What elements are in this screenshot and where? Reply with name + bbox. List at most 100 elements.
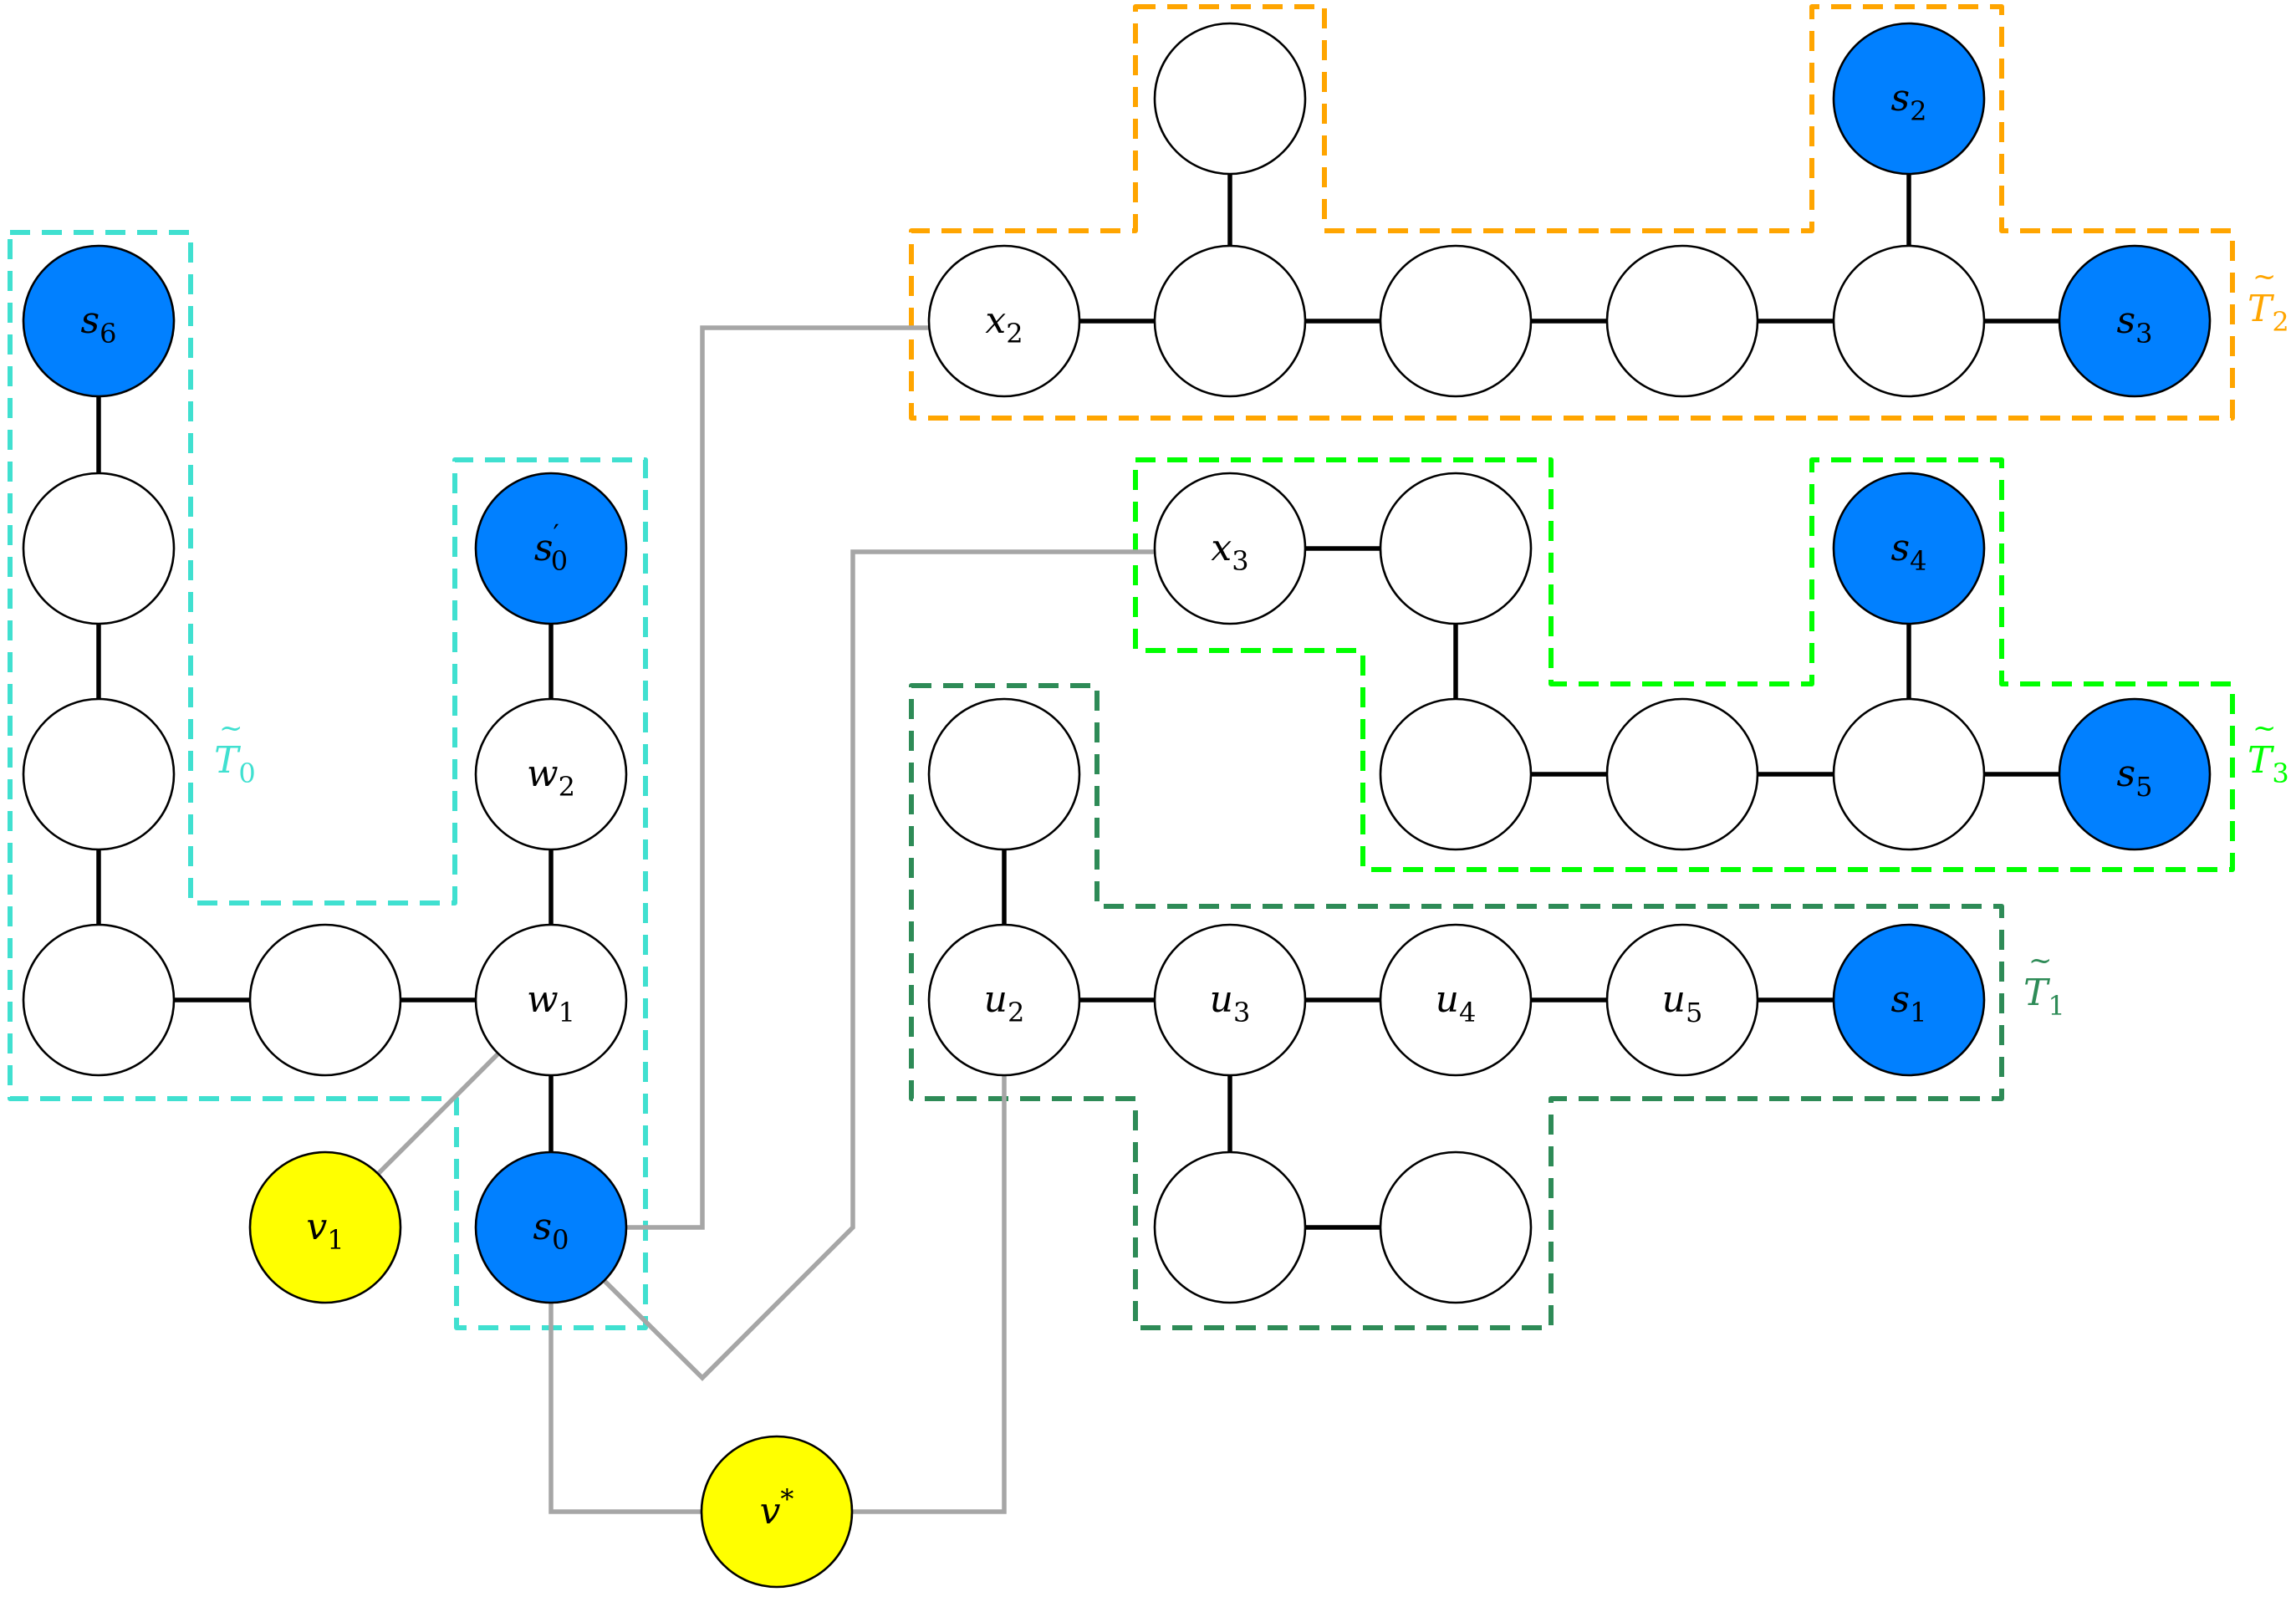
node-label-base: w [527, 978, 559, 1021]
node-x3: x3 [1153, 472, 1307, 625]
node-label-base: s [81, 299, 100, 342]
region-label-t1: ~T1 [2023, 944, 2065, 1022]
node-circle [927, 244, 1081, 398]
region-label-t2: ~T2 [2248, 260, 2289, 338]
region-label-text: T1 [2023, 972, 2065, 1022]
node-circle [2058, 244, 2212, 398]
node-circle [1379, 472, 1533, 625]
node-t1top [927, 697, 1081, 851]
node-label: x2 [985, 299, 1023, 349]
link-edge-s0-vstar [548, 1303, 702, 1514]
region-t0-boundary [8, 230, 648, 1330]
node-circle [1153, 472, 1307, 625]
node-label-subscript: 6 [99, 318, 116, 349]
node-circle [1379, 697, 1533, 851]
node-circle [1379, 1150, 1533, 1304]
node-circle [1605, 697, 1759, 851]
node-label-base: s [534, 527, 554, 569]
node-label: u2 [984, 978, 1025, 1028]
tree-edges [96, 99, 2135, 1230]
node-label: u3 [1210, 978, 1251, 1028]
node-circle [474, 1150, 628, 1304]
node-label-base: v [760, 1490, 781, 1533]
node-label-base: u [1210, 978, 1233, 1021]
node-label: v1 [306, 1206, 344, 1256]
node-circle [22, 697, 176, 851]
node-label-base: s [1891, 978, 1911, 1021]
node-circle [927, 923, 1081, 1077]
node-label-subscript: 5 [2135, 771, 2152, 803]
node-label-base: s [2117, 752, 2136, 795]
node-circle [1605, 923, 1759, 1077]
node-s2: s2 [1832, 22, 1986, 176]
node-label: s2 [1891, 77, 1927, 127]
node-label-base: u [1662, 978, 1686, 1021]
node-vstar: v* [700, 1435, 854, 1589]
node-t1b [1379, 1150, 1533, 1304]
node-label: s0 [533, 1206, 569, 1256]
region-label-text: T3 [2248, 739, 2289, 789]
node-u5: u5 [1605, 923, 1759, 1077]
node-v1: v1 [248, 1150, 402, 1304]
node-s0: s0 [474, 1150, 628, 1304]
node-circle [1832, 244, 1986, 398]
region-t1-boundary [909, 683, 2004, 1330]
node-t3a [1379, 472, 1533, 625]
node-t3c [1605, 697, 1759, 851]
node-circle [1153, 22, 1307, 176]
node-label: s′0 [534, 518, 568, 577]
region-label-subscript: 1 [2048, 990, 2064, 1022]
node-u4: u4 [1379, 923, 1533, 1077]
region-label-base: T [2248, 739, 2275, 782]
node-t1a [1153, 1150, 1307, 1304]
region-label-subscript: 0 [238, 758, 255, 789]
node-label-subscript: 5 [1686, 997, 1702, 1028]
region-label-tilde: ~ [2253, 260, 2277, 293]
node-label-base: v [306, 1206, 327, 1248]
link-edge-vstar-u2 [852, 1075, 1007, 1514]
node-label: s4 [1891, 527, 1927, 577]
node-label-base: x [1211, 527, 1232, 569]
node-s0p: s′0 [474, 472, 628, 625]
node-label: s3 [2117, 299, 2153, 349]
node-t0b [22, 697, 176, 851]
node-circle [700, 1435, 854, 1589]
node-label-base: s [1891, 527, 1911, 569]
node-circle [474, 923, 628, 1077]
node-circle [927, 697, 1081, 851]
node-circle [248, 1150, 402, 1304]
node-label-subscript: 2 [1008, 997, 1024, 1028]
node-t0a [22, 472, 176, 625]
node-s5: s5 [2058, 697, 2212, 851]
node-label-base: u [984, 978, 1008, 1021]
node-t2top [1153, 22, 1307, 176]
node-label-subscript: 3 [1233, 997, 1250, 1028]
node-label-base: w [527, 752, 559, 795]
node-t0d [248, 923, 402, 1077]
node-label: x3 [1211, 527, 1248, 577]
node-label: u4 [1436, 978, 1477, 1028]
node-circle [474, 697, 628, 851]
node-label-subscript: 2 [559, 771, 575, 803]
node-w1: w1 [474, 923, 628, 1077]
node-label: v* [760, 1483, 794, 1533]
node-s6: s6 [22, 244, 176, 398]
node-label: w2 [527, 752, 575, 803]
node-label: s6 [81, 299, 117, 349]
node-label-subscript: 2 [1006, 318, 1023, 349]
node-t0c [22, 923, 176, 1077]
node-label-base: s [533, 1206, 553, 1248]
node-label-base: s [2117, 299, 2136, 342]
link-edge-s0-x3 [603, 549, 1155, 1381]
node-label-subscript: 2 [1910, 95, 1926, 127]
region-labels: ~T0~T1~T2~T3 [214, 260, 2289, 1022]
node-label-subscript: 1 [327, 1224, 344, 1256]
node-t2a [1153, 244, 1307, 398]
region-label-t0: ~T0 [214, 712, 256, 789]
node-circle [1832, 22, 1986, 176]
node-label-base: s [1891, 77, 1911, 120]
region-label-tilde: ~ [2253, 712, 2277, 745]
node-label: s5 [2117, 752, 2153, 803]
node-circle [2058, 697, 2212, 851]
